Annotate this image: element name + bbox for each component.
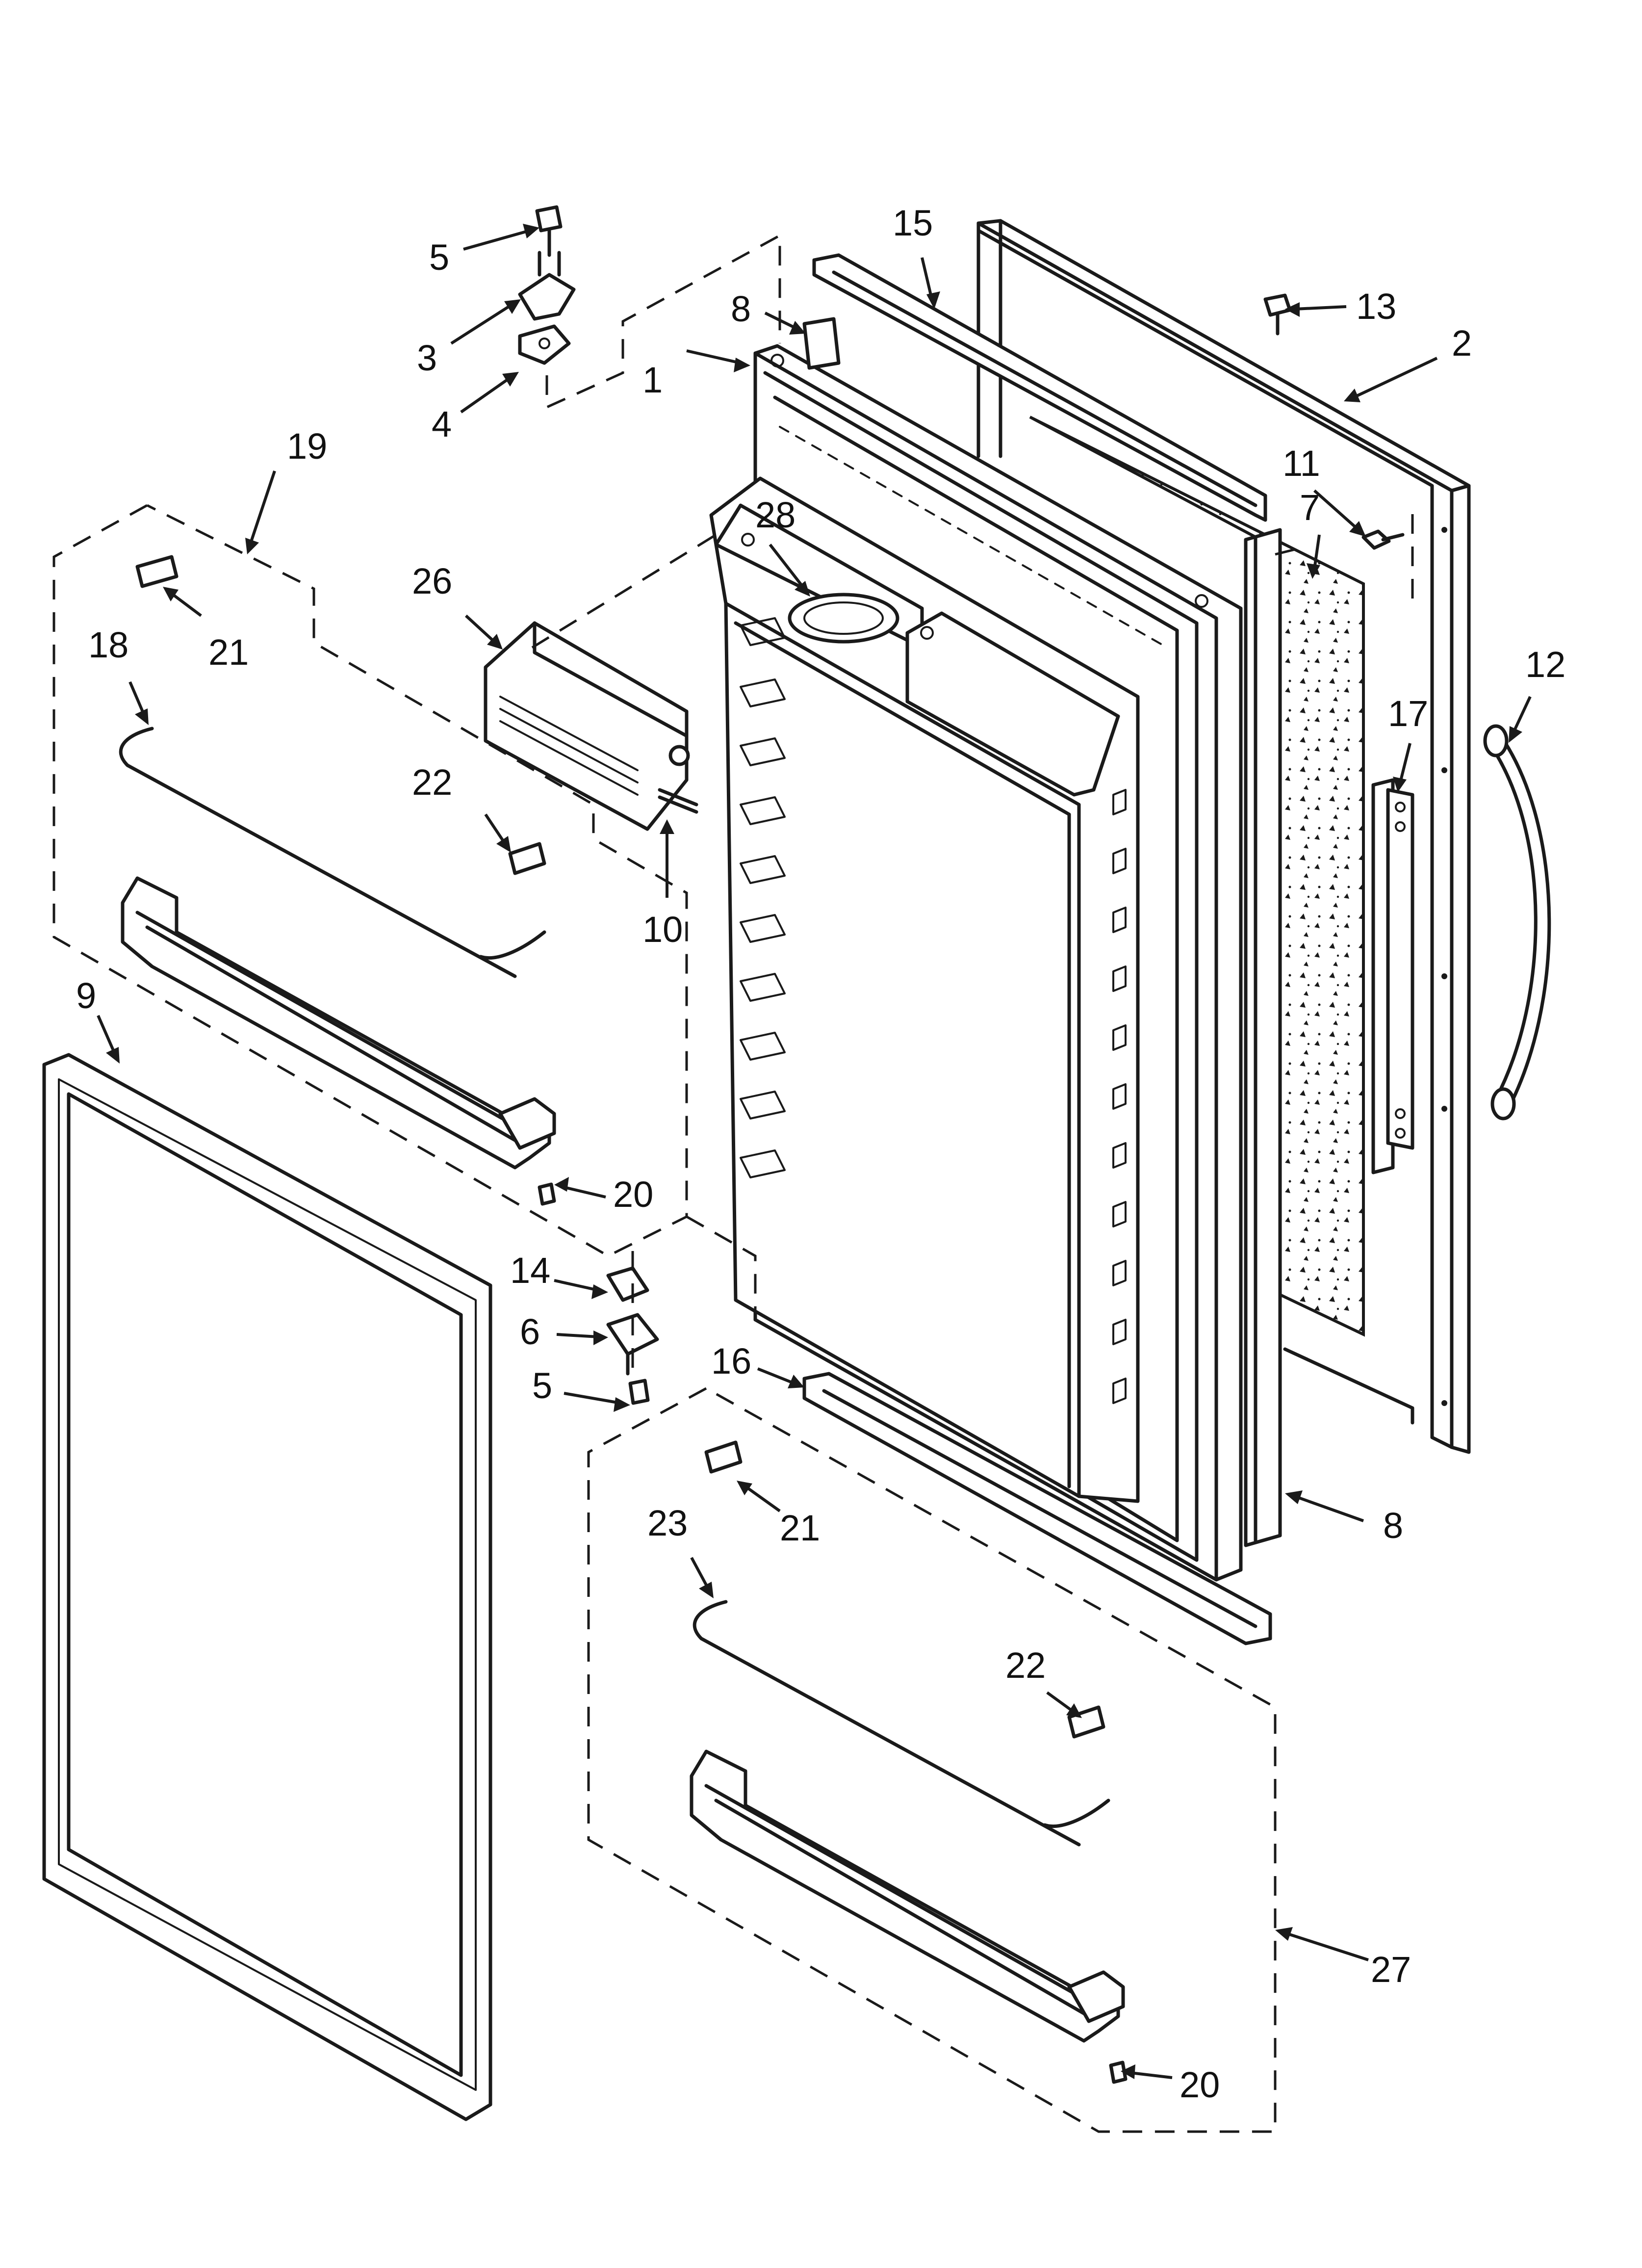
upper-compartment (714, 503, 1120, 797)
pivot-pin (658, 788, 698, 814)
callout-18: 18 (88, 625, 128, 665)
callout-19: 19 (287, 426, 327, 467)
callout-13: 14 (510, 1250, 550, 1291)
callout-9: 9 (76, 975, 96, 1016)
screw-10 (1361, 529, 1405, 550)
callout-5-bottom: 5 (532, 1365, 552, 1406)
callout-5-top: 5 (429, 237, 449, 278)
lower-door-bin (690, 1749, 1125, 2043)
top-breaker-strip (812, 253, 1267, 522)
callout-8-bottom: 8 (1383, 1505, 1403, 1546)
callout-27: 27 (1371, 1949, 1411, 1990)
callout-labels: 5 3 4 1 8 15 13 2 11 7 12 17 28 26 19 21… (76, 203, 1565, 2105)
leader-lines (97, 224, 1532, 2079)
callout-7: 7 (1300, 487, 1320, 528)
callout-6: 6 (520, 1311, 540, 1352)
end-caps (135, 555, 1105, 1739)
side-breaker-strip (1244, 528, 1282, 1547)
top-hinge-assembly (518, 205, 576, 365)
callout-8-top: 8 (731, 288, 751, 329)
callout-21-lower: 21 (780, 1508, 820, 1548)
callout-16: 17 (1388, 693, 1428, 734)
callout-3: 3 (417, 338, 437, 378)
callout-11: 12 (1525, 644, 1565, 685)
callout-14: 16 (711, 1341, 751, 1382)
callout-21-upper: 21 (208, 632, 249, 673)
callout-22-lower: 22 (1005, 1645, 1046, 1686)
callout-26: 26 (412, 561, 452, 601)
lower-bin-rail (693, 1600, 1110, 1847)
callout-20-lower: 20 (1180, 2064, 1220, 2105)
dairy-door (484, 621, 690, 831)
door-handle (1483, 724, 1551, 1121)
panel-holes (1441, 527, 1447, 1406)
handle-bracket (1371, 778, 1414, 1174)
callout-23: 23 (647, 1503, 688, 1543)
bottom-breaker-strip (802, 1372, 1272, 1645)
callout-2: 2 (1452, 323, 1472, 364)
assembly-outlines (52, 233, 1414, 2133)
screw-15 (1263, 293, 1292, 336)
inner-door-liner (709, 344, 1243, 1582)
callout-12: 10 (642, 909, 683, 950)
door-gasket (42, 1053, 492, 2121)
upper-bin-rail (119, 727, 546, 978)
upper-door-bin (121, 876, 556, 1170)
callout-15: 13 (1356, 286, 1396, 327)
callout-28: 28 (755, 495, 795, 535)
callout-17: 15 (893, 203, 933, 243)
callout-22-upper: 22 (412, 762, 452, 803)
liner-shelf-clips (740, 617, 1127, 1404)
callout-20-upper: 20 (613, 1174, 653, 1215)
callout-10: 11 (1283, 443, 1320, 484)
corner-spacer (802, 317, 841, 370)
callout-1: 1 (642, 360, 663, 400)
bin-screws (538, 1182, 1128, 2084)
outer-door-panel (976, 219, 1471, 1454)
callout-4: 4 (432, 404, 452, 444)
bottom-hinge-assembly (606, 1266, 659, 1405)
